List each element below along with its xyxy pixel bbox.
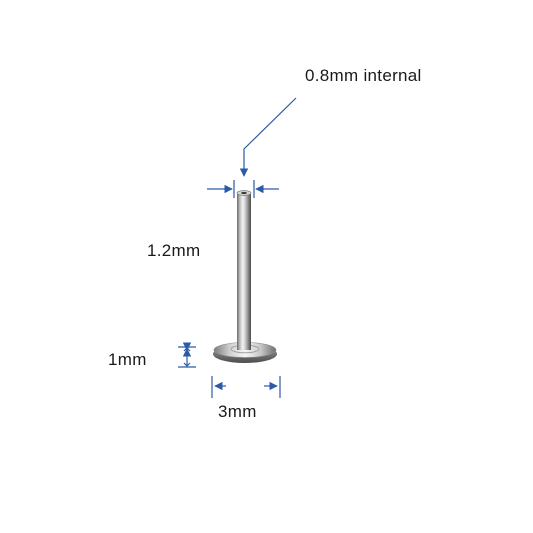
- base-height-dimension: [178, 342, 196, 368]
- shaft-diameter-dimension: [207, 180, 279, 198]
- labret-post: [213, 190, 277, 363]
- shaft: [237, 193, 251, 350]
- shaft-diameter-label: 1.2mm: [147, 241, 201, 260]
- base-height-label: 1mm: [108, 350, 147, 369]
- base-diameter-label: 3mm: [218, 402, 257, 421]
- base-diameter-dimension: [211, 376, 281, 398]
- internal-thread-leader: [239, 97, 297, 177]
- internal-thread-hole: [241, 191, 247, 195]
- internal-thread-label: 0.8mm internal: [305, 66, 422, 85]
